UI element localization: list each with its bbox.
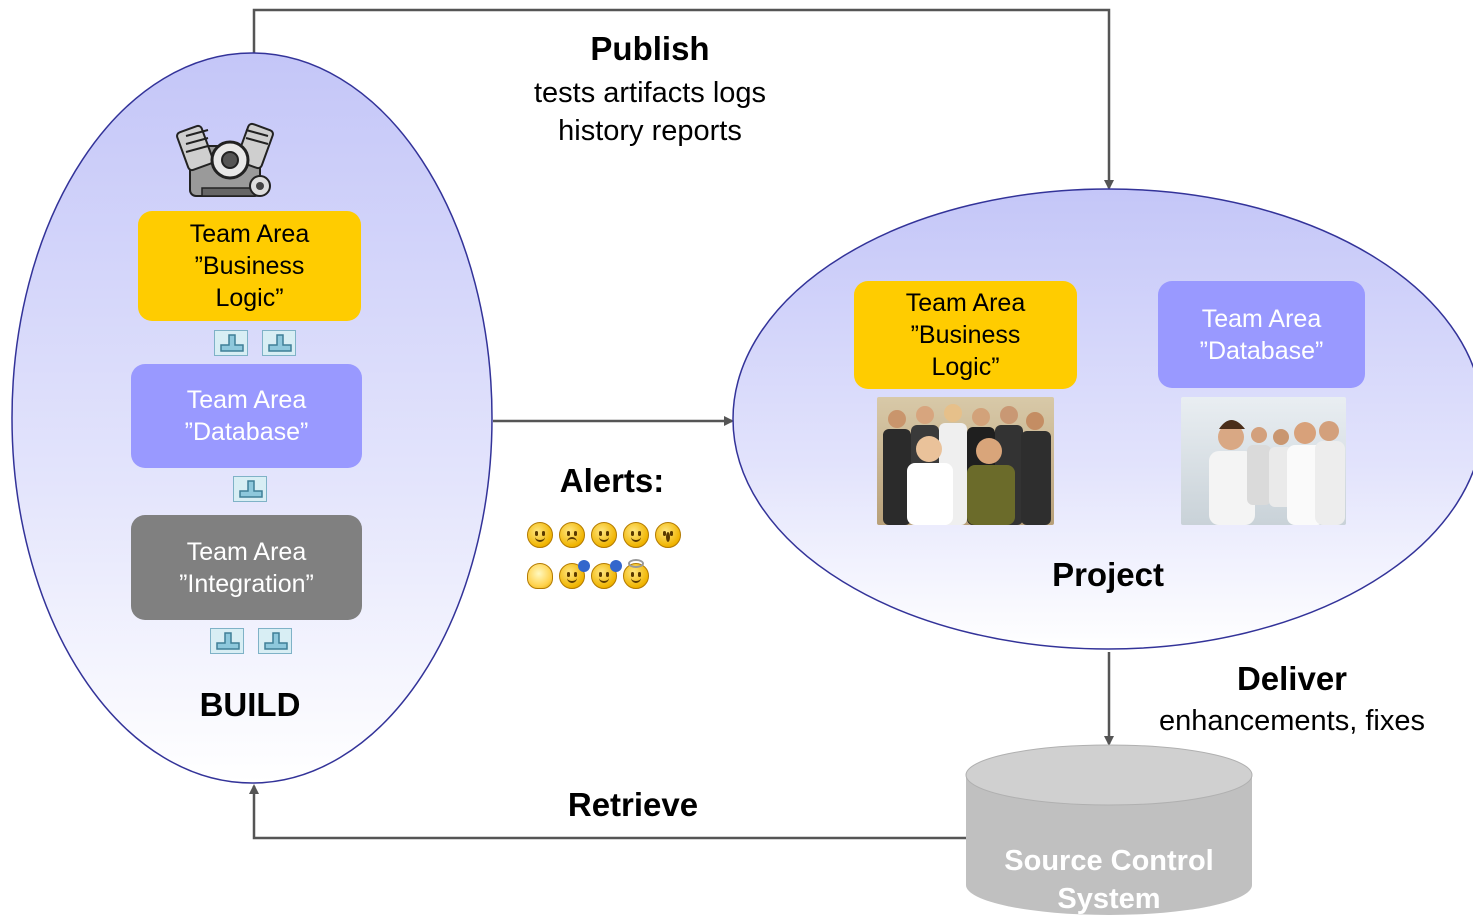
publish-line-2: history reports xyxy=(558,115,742,147)
team-label: Team Area xyxy=(189,220,310,248)
angel-face-icon xyxy=(623,559,649,589)
lightbulb-icon xyxy=(527,563,553,589)
retrieve-connector xyxy=(249,784,966,840)
project-label: Project xyxy=(1052,556,1164,593)
publish-line-1: tests artifacts logs xyxy=(533,77,767,109)
team-label: Team Area xyxy=(186,386,307,414)
build-team-database: Team Area ”Database” xyxy=(131,364,362,468)
publish-connector xyxy=(252,8,1114,190)
team-name: ”Database” xyxy=(184,418,309,446)
team-name: ”Business xyxy=(194,252,305,280)
smile-face-icon xyxy=(591,522,617,548)
face-x-icon xyxy=(591,560,622,589)
build-label: BUILD xyxy=(199,686,301,723)
puzzled-face-icon xyxy=(527,522,553,548)
alerts-icon-row-1 xyxy=(527,522,681,548)
team-label: Team Area xyxy=(1201,304,1322,333)
team-name: ”Integration” xyxy=(179,569,314,598)
wink-face-icon xyxy=(623,522,649,548)
publish-title: Publish xyxy=(590,30,710,67)
deliver-subtitle: enhancements, fixes xyxy=(1159,705,1425,737)
alerts-title: Alerts: xyxy=(559,462,665,499)
source-control-cylinder xyxy=(965,744,1253,915)
team-name: ”Business xyxy=(910,321,1021,349)
build-node-icon xyxy=(258,628,292,654)
source-control-label-line-2: System xyxy=(1057,883,1161,915)
engine-icon xyxy=(176,122,274,197)
source-control-label-line-1: Source Control xyxy=(1004,845,1214,877)
build-node-icon xyxy=(210,628,244,654)
alerts-icon-row-2 xyxy=(527,559,649,589)
team-name-cont: Logic” xyxy=(931,353,1000,381)
project-team-business-logic: Team Area ”Business Logic” xyxy=(854,281,1077,389)
surprised-face-icon xyxy=(655,522,681,548)
face-check-icon xyxy=(559,560,590,589)
team-name-cont: Logic” xyxy=(215,284,284,312)
sad-face-icon xyxy=(559,522,585,548)
database-team-photo xyxy=(1181,397,1346,525)
project-team-database: Team Area ”Database” xyxy=(1158,281,1365,388)
business-team-photo xyxy=(877,397,1054,525)
build-team-integration: Team Area ”Integration” xyxy=(131,515,362,620)
build-node-icon xyxy=(214,330,248,356)
build-node-icon xyxy=(262,330,296,356)
team-label: Team Area xyxy=(905,289,1026,317)
retrieve-title: Retrieve xyxy=(567,786,699,823)
build-team-business-logic: Team Area ”Business Logic” xyxy=(138,211,361,321)
build-node-icon xyxy=(233,476,267,502)
team-name: ”Database” xyxy=(1199,336,1324,365)
deliver-title: Deliver xyxy=(1236,660,1348,697)
team-label: Team Area xyxy=(186,537,307,566)
